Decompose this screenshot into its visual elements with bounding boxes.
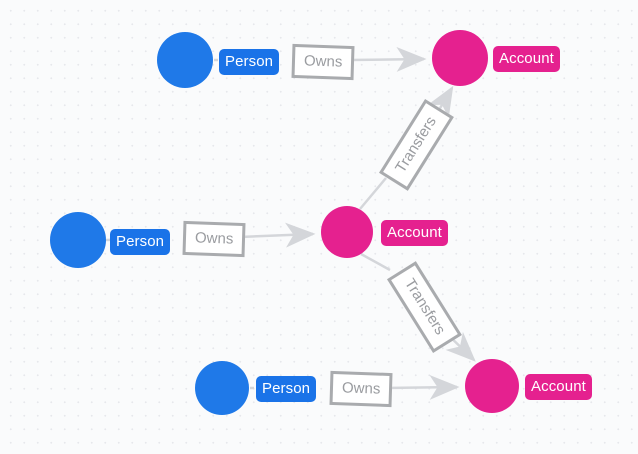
edge-label-owns-1[interactable]: Owns xyxy=(291,43,355,81)
node-label-person-3[interactable]: Person xyxy=(256,376,317,402)
node-person-1[interactable] xyxy=(157,32,213,88)
node-account-3[interactable] xyxy=(465,359,519,413)
node-person-3[interactable] xyxy=(195,361,249,415)
edge-label-owns-2[interactable]: Owns xyxy=(182,220,246,258)
edge-label-transfers-1[interactable]: Transfers xyxy=(378,99,454,191)
node-account-2[interactable] xyxy=(321,206,373,258)
node-label-account-3[interactable]: Account xyxy=(525,374,592,400)
edge-label-transfers-2[interactable]: Transfers xyxy=(386,261,462,353)
node-label-account-1[interactable]: Account xyxy=(493,46,560,72)
edge-label-owns-3[interactable]: Owns xyxy=(329,370,393,408)
node-label-person-2[interactable]: Person xyxy=(110,229,171,255)
node-label-person-1[interactable]: Person xyxy=(219,49,280,75)
node-account-1[interactable] xyxy=(432,30,488,86)
node-person-2[interactable] xyxy=(50,212,106,268)
node-label-account-2[interactable]: Account xyxy=(381,220,448,246)
